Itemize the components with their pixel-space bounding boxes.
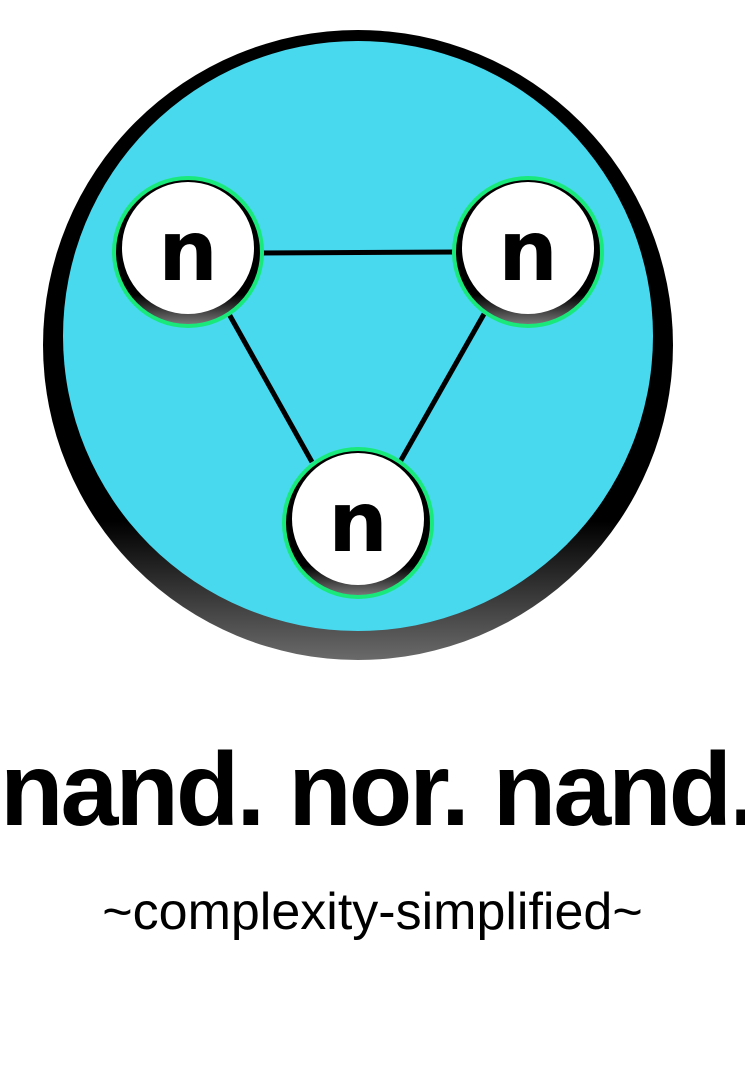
brand-title: nand. nor. nand. (0, 732, 745, 848)
edge-right (397, 312, 487, 464)
graph-node-bottom: n (282, 447, 434, 599)
graph-node-top-right: n (452, 176, 604, 328)
edge-left (226, 312, 315, 464)
logo-graphic: n n n (43, 30, 673, 660)
brand-tagline: ~complexity-simplified~ (102, 883, 643, 941)
node-letter: n (158, 202, 218, 300)
edge-top (257, 249, 459, 256)
graph-node-top-left: n (112, 176, 264, 328)
node-letter: n (498, 202, 558, 300)
node-letter: n (328, 473, 388, 571)
graph-edges (226, 249, 487, 464)
